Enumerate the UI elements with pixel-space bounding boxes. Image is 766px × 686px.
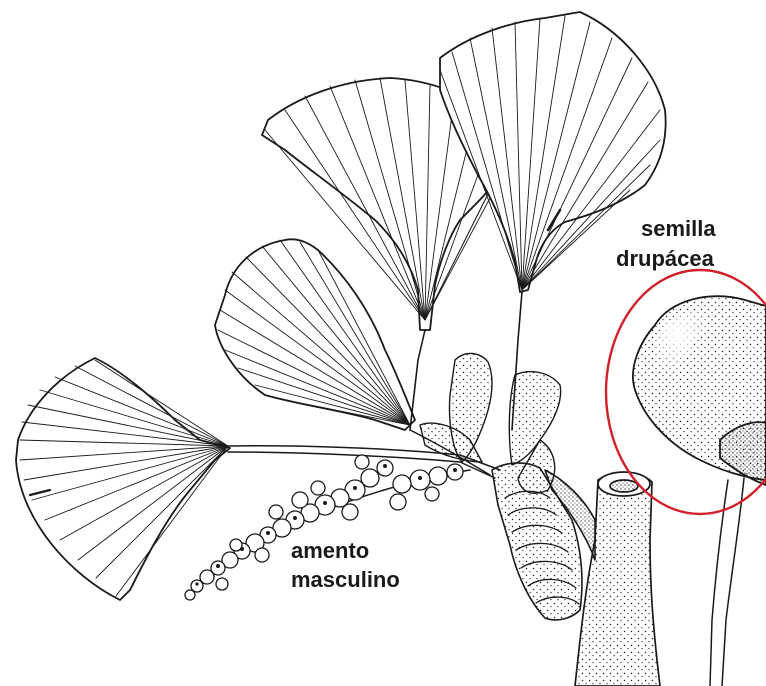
short-shoot xyxy=(492,463,595,620)
leaf-left xyxy=(16,358,230,600)
leaf-middle-left xyxy=(215,239,415,430)
seed-label-line1: semilla xyxy=(641,216,716,242)
catkin-label-line1: amento xyxy=(291,538,369,564)
catkin-label-line2: masculino xyxy=(291,567,400,593)
main-branch xyxy=(575,472,660,686)
seed-label-line2: drupácea xyxy=(616,246,714,272)
seed-drupe xyxy=(633,296,766,485)
